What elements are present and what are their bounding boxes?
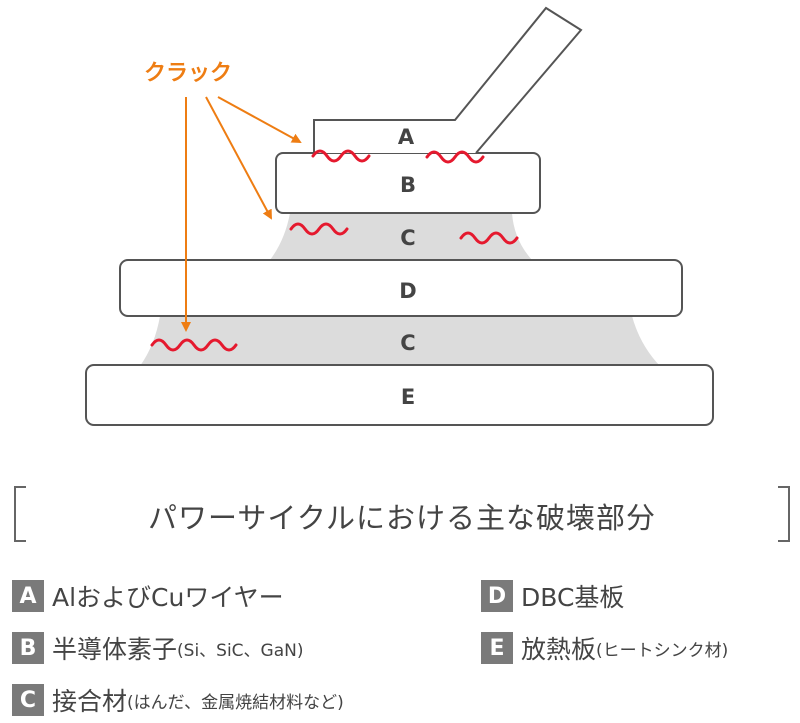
legend-item-e: E 放熱板 (ヒートシンク材) xyxy=(481,628,728,668)
left-bracket xyxy=(14,486,26,542)
layer-a-wire xyxy=(313,6,583,154)
layer-d-dbc xyxy=(119,259,683,317)
crack-solder-lower xyxy=(150,338,238,352)
legend-label-b: 半導体素子 xyxy=(52,635,178,664)
arrow-to-wire xyxy=(217,96,302,143)
legend-item-c: C 接合材 (はんだ、金属焼結材料など) xyxy=(12,680,344,720)
legend-label-c: 接合材 xyxy=(52,687,128,716)
crack-solder-upper-left xyxy=(289,222,349,236)
legend-key-c: C xyxy=(12,684,44,716)
right-bracket xyxy=(778,486,790,542)
layer-e-heatsink xyxy=(85,364,714,426)
failure-diagram: クラック A B C D C E xyxy=(85,6,714,426)
caption-title: パワーサイクルにおける主な破壊部分 xyxy=(148,501,656,535)
layer-a-label: A xyxy=(398,125,415,149)
layer-c-upper-label: C xyxy=(400,226,415,250)
legend-label-d: DBC基板 xyxy=(521,583,625,612)
legend-key-a: A xyxy=(12,580,44,612)
arrow-to-solder-upper xyxy=(205,96,272,220)
caption: パワーサイクルにおける主な破壊部分 xyxy=(14,486,790,542)
legend-label-a: AlおよびCuワイヤー xyxy=(52,583,284,612)
legend-label-e: 放熱板 xyxy=(521,635,597,664)
legend: A AlおよびCuワイヤー D DBC基板 B 半導体素子 (Si、SiC、Ga… xyxy=(0,572,800,723)
solder-layer-upper xyxy=(270,213,532,260)
crack-wire-left xyxy=(311,149,371,163)
crack-label: クラック xyxy=(144,61,232,86)
layer-d-label: D xyxy=(399,279,416,303)
legend-note-e: (ヒートシンク材) xyxy=(596,640,729,661)
legend-key-b: B xyxy=(12,632,44,664)
legend-key-d: D xyxy=(481,580,513,612)
layer-b-label: B xyxy=(400,173,416,197)
crack-wire-right xyxy=(425,150,485,164)
layer-e-label: E xyxy=(401,385,415,409)
legend-item-d: D DBC基板 xyxy=(481,576,624,616)
legend-key-e: E xyxy=(481,632,513,664)
crack-solder-upper-right xyxy=(459,231,519,245)
legend-item-b: B 半導体素子 (Si、SiC、GaN) xyxy=(12,628,304,668)
legend-note-b: (Si、SiC、GaN) xyxy=(177,640,304,661)
legend-item-a: A AlおよびCuワイヤー xyxy=(12,576,284,616)
layer-c-lower-label: C xyxy=(400,331,415,355)
solder-layer-lower xyxy=(140,316,660,366)
legend-note-c: (はんだ、金属焼結材料など) xyxy=(127,692,344,713)
